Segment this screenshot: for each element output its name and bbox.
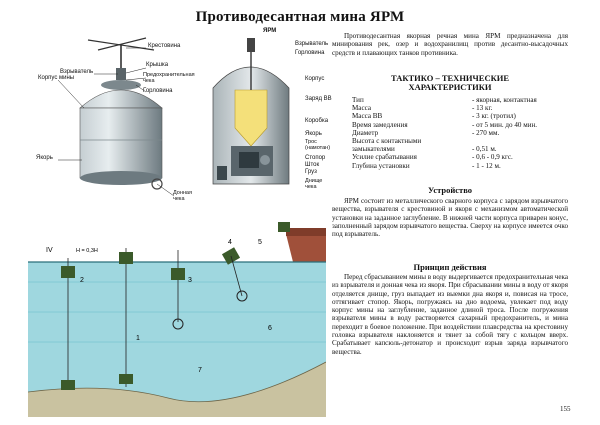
- intro-paragraph: Противодесантная якорная речная мина ЯРМ…: [332, 32, 568, 57]
- label-gruz: Груз: [305, 169, 317, 175]
- specs-table: Тип- якорная, контактная Масса- 13 кг. М…: [352, 96, 567, 170]
- label-korpus: Корпус: [305, 76, 325, 82]
- spec-row: Время замедления- от 5 мин. до 40 мин.: [352, 120, 538, 129]
- label-tros: Трос (намотан): [305, 139, 331, 151]
- device-paragraph: ЯРМ состоит из металлического сварного к…: [332, 197, 568, 239]
- mine-exterior-figure: [57, 37, 175, 197]
- spec-row: Высота с контактными: [352, 137, 422, 146]
- scene-number-3: 3: [188, 277, 192, 284]
- spec-row: Масса- 13 кг.: [352, 104, 493, 113]
- label-kryshka: Крышка: [146, 62, 169, 68]
- label-zaryad: Заряд ВВ: [305, 96, 332, 102]
- page-number: 155: [560, 405, 571, 413]
- device-heading: Устройство: [428, 185, 472, 195]
- spec-row: замыкателями- 0,51 м.: [352, 145, 497, 154]
- page-title: Противодесантная мина ЯРМ: [195, 9, 405, 25]
- scene-number-4: 4: [228, 239, 232, 246]
- principle-paragraph: Перед сбрасыванием мины в воду выдергива…: [332, 273, 568, 356]
- label-vzryvatel-right: Взрыватель: [295, 41, 329, 47]
- label-donnaya-cheka: Донная чека: [173, 190, 192, 202]
- label-yakor: Якорь: [36, 155, 53, 161]
- scene-number-1: 1: [136, 335, 140, 342]
- scene-number-5: 5: [258, 239, 262, 246]
- label-gorlovina: Горловина: [143, 88, 173, 94]
- principle-heading: Принцип действия: [413, 262, 487, 272]
- specs-heading: ТАКТИКО – ТЕХНИЧЕСКИЕ ХАРАКТЕРИСТИКИ: [390, 73, 510, 92]
- scene-number-7: 7: [198, 367, 202, 374]
- label-vzryvatel: Взрыватель: [60, 69, 94, 75]
- spec-row: Диаметр- 270 мм.: [352, 128, 500, 137]
- label-predohr-cheka: Предохранительная чека: [143, 72, 195, 84]
- spec-row: Тип- якорная, контактная: [352, 96, 537, 104]
- scene-number-6: 6: [268, 325, 272, 332]
- scene-number-IV: IV: [46, 247, 53, 254]
- spec-row: Глубина установки- 1 - 12 м.: [352, 161, 501, 170]
- depth-label: H = 0,3Н: [76, 248, 98, 254]
- deployment-scene: IV 1 2 3 4 5 6 7 H = 0,3Н: [28, 222, 326, 417]
- scene-number-2: 2: [80, 277, 84, 284]
- mine-cutaway-figure: [212, 38, 290, 185]
- label-shtok: Шток: [305, 162, 320, 168]
- label-gorlovina-right: Горловина: [295, 50, 325, 56]
- label-dnishe: Днище чека: [305, 178, 323, 190]
- label-yakor-right: Якорь: [305, 131, 322, 137]
- label-yarm: ЯРМ: [263, 28, 277, 34]
- label-stopor: Стопор: [305, 155, 326, 161]
- label-krestovina: Крестовина: [148, 43, 181, 49]
- label-korobka: Коробка: [305, 118, 329, 124]
- label-korpus-miny: Корпус мины: [38, 75, 75, 81]
- spec-row: Усилие срабатывания- 0,6 - 0,9 кгс.: [352, 153, 513, 162]
- spec-row: Масса ВВ- 3 кг. (тротил): [352, 112, 516, 121]
